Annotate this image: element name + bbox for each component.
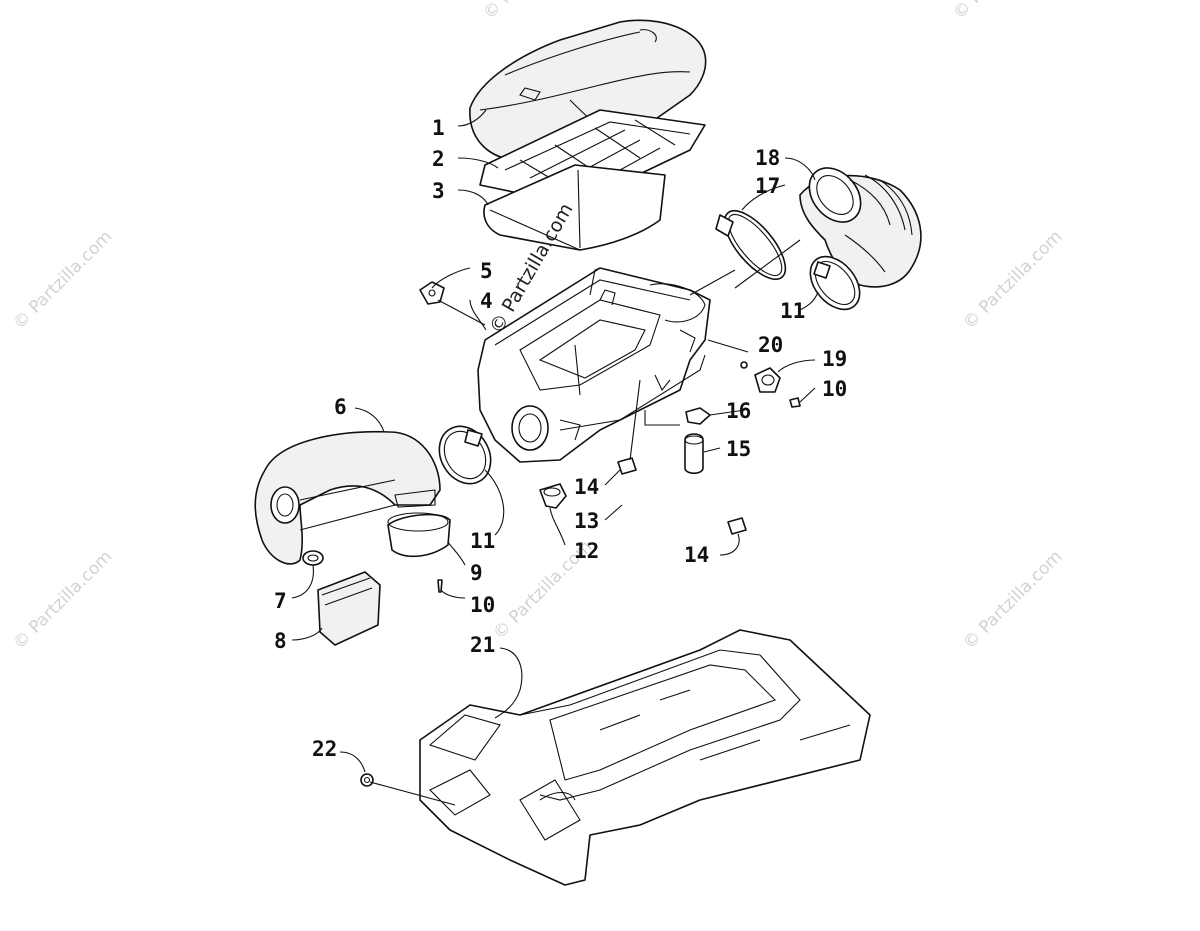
watermark-faint: © Partzilla.com [479,0,586,24]
intake-duct-part [254,430,441,565]
callout-5: 5 [480,259,493,283]
callout-7: 7 [274,589,287,613]
filter-element-part [483,164,666,251]
callout-21: 21 [470,633,495,657]
intake-boot-part [799,167,922,288]
hose-clamp-lower-part [438,425,492,485]
leader-lines [291,109,819,806]
callout-18: 18 [755,146,780,170]
watermark-faint: © Partzilla.com [959,547,1066,654]
duct-adapter-part [387,512,451,593]
rivet-part [360,773,374,787]
hose-clamp-upper-part [809,255,861,311]
callout-20: 20 [758,333,783,357]
airbox-housing-part [477,267,711,463]
clamp-and-cap-part [684,407,711,475]
callout-1: 1 [432,116,445,140]
callout-10: 10 [822,377,847,401]
watermark-faint: © Partzilla.com [959,227,1066,334]
callout-8: 8 [274,629,287,653]
callout-10: 10 [470,593,495,617]
sensor-fitting-part [740,361,801,408]
callout-4: 4 [480,289,493,313]
callout-22: 22 [312,737,337,761]
grommet-part [302,550,324,566]
callout-9: 9 [470,561,483,585]
callout-15: 15 [726,437,751,461]
drain-plug-part [539,483,567,509]
callout-11: 11 [780,299,805,323]
callout-13: 13 [574,509,599,533]
watermark-faint: © Partzilla.com [949,0,1056,24]
watermark-faint: © Partzilla.com [9,547,116,654]
silencer-box-part [317,571,381,646]
callout-labels: 1 2 3 5 4 18 17 11 20 19 10 16 15 14 13 … [274,116,847,761]
callout-2: 2 [432,147,445,171]
callout-3: 3 [432,179,445,203]
base-pan-part [419,629,871,886]
callout-17: 17 [755,174,780,198]
watermark-faint: © Partzilla.com [9,227,116,334]
callout-19: 19 [822,347,847,371]
callout-12: 12 [574,539,599,563]
callout-14: 14 [574,475,599,499]
callout-14: 14 [684,543,709,567]
callout-11: 11 [470,529,495,553]
drain-hose-part [614,457,747,535]
callout-6: 6 [334,395,347,419]
callout-16: 16 [726,399,751,423]
clip-part [419,281,445,305]
intake-clamp-part [715,210,787,280]
